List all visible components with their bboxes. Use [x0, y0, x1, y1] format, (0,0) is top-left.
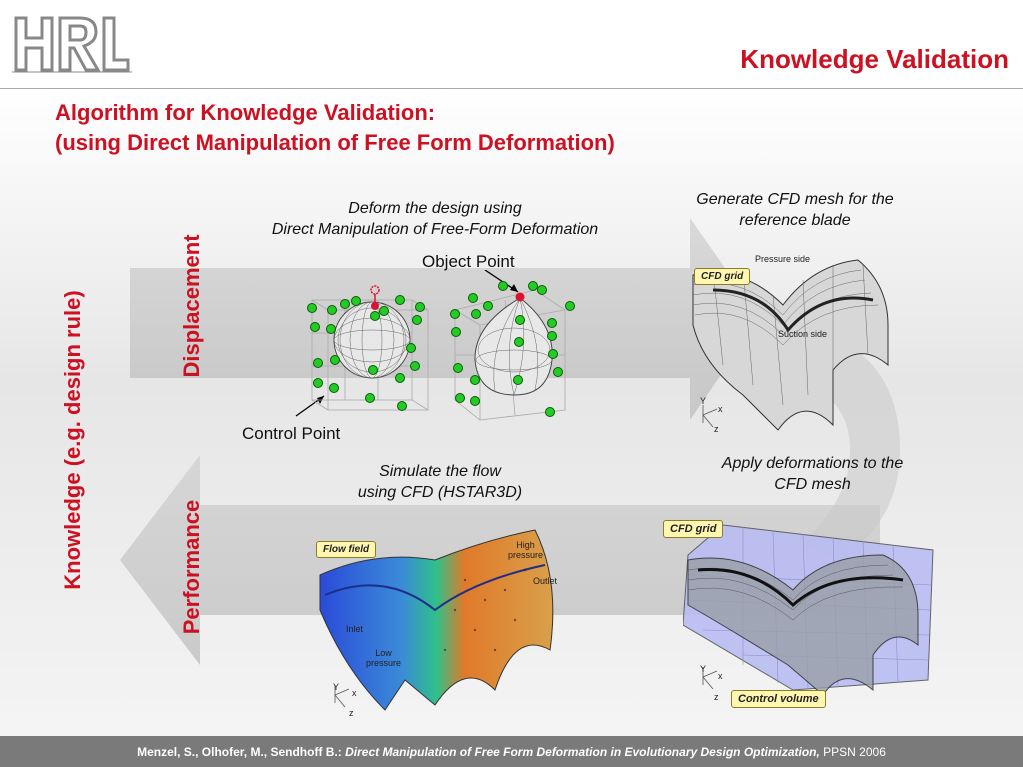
footer-paper: Direct Manipulation of Free Form Deforma…: [345, 744, 820, 759]
title-line-2: (using Direct Manipulation of Free Form …: [55, 130, 615, 155]
control-point-callout: Control Point: [242, 424, 341, 443]
object-point-callout: Object Point: [422, 252, 515, 271]
outlet-label: Outlet: [533, 576, 558, 586]
high-pressure-label: High pressure: [508, 540, 544, 560]
suction-side-label: Suction side: [778, 329, 828, 339]
axis-y-top: Y: [700, 396, 707, 406]
caption-deform: Deform the design using Direct Manipulat…: [271, 200, 599, 238]
header-title: Knowledge Validation: [740, 44, 1009, 74]
ffd-illustration: [295, 270, 575, 421]
axis-x-mesh: x: [718, 671, 723, 681]
cfd-mesh-reference: [692, 259, 889, 431]
axis-z-mesh: z: [714, 692, 719, 702]
axis-z-flow: z: [349, 708, 354, 718]
axis-z-top: z: [714, 424, 719, 434]
caption-generate: Generate CFD mesh for the reference blad…: [696, 191, 894, 229]
flow-field-figure: [319, 529, 554, 711]
deformed-sphere: [474, 297, 553, 396]
footer-venue: PPSN 2006: [823, 744, 886, 759]
pressure-side-label: Pressure side: [755, 254, 811, 264]
axis-y-mesh: Y: [700, 664, 707, 674]
cycle-arrow-top: [130, 218, 760, 420]
caption-apply: Apply deformations to the CFD mesh: [721, 455, 904, 493]
performance-label: Performance: [179, 499, 204, 635]
slide-title: Algorithm for Knowledge Validation: (usi…: [55, 98, 615, 158]
displacement-label: Displacement: [179, 234, 204, 378]
flow-field-tag: Flow field: [316, 541, 377, 558]
control-volume-tag: Control volume: [731, 690, 826, 708]
footer-authors: Menzel, S., Olhofer, M., Sendhoff B.:: [137, 744, 342, 759]
cfd-grid-tag-top: CFD grid: [694, 268, 751, 285]
header-divider: [0, 88, 1023, 89]
cfd-grid-tag-bottom: CFD grid: [663, 520, 724, 538]
inlet-label: Inlet: [346, 624, 364, 634]
hri-logo: [12, 16, 132, 73]
caption-simulate: Simulate the flow using CFD (HSTAR3D): [357, 463, 523, 501]
axis-y-flow: Y: [333, 682, 340, 692]
axis-x-top: x: [718, 404, 723, 414]
reference-sphere: [333, 301, 411, 379]
title-line-1: Algorithm for Knowledge Validation:: [55, 100, 436, 125]
cfd-mesh-control-volume: [683, 524, 934, 696]
low-pressure-label: Low pressure: [366, 648, 402, 668]
knowledge-label: Knowledge (e.g. design rule): [60, 290, 85, 590]
footer-citation: Menzel, S., Olhofer, M., Sendhoff B.: Di…: [0, 736, 1023, 767]
axis-x-flow: x: [352, 688, 357, 698]
